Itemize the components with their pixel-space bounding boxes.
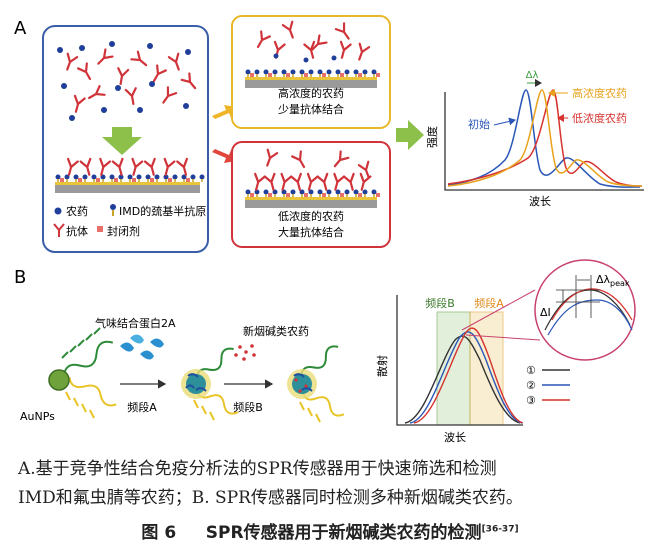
hapten-legend-icon [110, 204, 116, 216]
legend-1: ① [526, 364, 536, 377]
green-right-arrow [396, 120, 424, 150]
antibody-legend-label: 抗体 [66, 224, 88, 238]
figure-illustration: A 农药 IMD的巯基半抗原 抗体 封闭剂 高浓度的农药 少量抗体结合 低浓度的… [14, 15, 644, 444]
panel-a-label: A [14, 18, 27, 39]
aunp-with-protein [181, 347, 239, 421]
stage-a-label: 频段A [127, 400, 157, 414]
sensor-surface-initial [55, 157, 205, 193]
curve-initial [447, 89, 641, 188]
high-box-line1: 高浓度的农药 [278, 86, 344, 100]
chart-a-xlabel: 波长 [529, 195, 551, 208]
figure-title-text: SPR传感器用于新烟碱类农药的检测 [205, 523, 482, 543]
chart-b-axes [396, 295, 523, 426]
curve-2 [409, 331, 523, 424]
sensor-surface-low [245, 148, 380, 208]
scattering-chart: 频段B 频段A 散射 波长 ① ② ③ [375, 289, 570, 444]
neonic-label: 新烟碱类农药 [243, 324, 309, 338]
figure-title: 图 6 SPR传感器用于新烟碱类农药的检测[36-37] [0, 518, 660, 543]
curve-low [447, 89, 643, 187]
figure-number: 图 6 [141, 523, 177, 543]
yellow-arrow [212, 105, 236, 119]
caption-line-1: A.基于竞争性结合免疫分析法的SPR传感器用于快速筛选和检测 [18, 459, 497, 479]
chart-a-ylabel: 强度 [425, 126, 439, 148]
protein-molecules [120, 334, 164, 360]
band-b-label: 频段B [425, 296, 455, 310]
spr-spectrum-chart: 强度 波长 Δλ 初始 高浓度农药 低浓度农药 [425, 70, 644, 208]
zoom-line-top [461, 289, 536, 331]
band-a-label: 频段A [474, 296, 504, 310]
sensor-surface-high [245, 20, 380, 88]
aunp-bare [48, 327, 117, 419]
red-arrow [212, 149, 236, 163]
curve-high [447, 89, 643, 187]
neonic-dots [234, 344, 256, 361]
aunp-label: AuNPs [20, 410, 55, 423]
low-box-line2: 大量抗体结合 [278, 225, 344, 239]
zoom-inset [534, 259, 636, 361]
chart-b-xlabel: 波长 [444, 431, 466, 444]
legend-3: ③ [526, 394, 536, 407]
aunp-with-pesticide [287, 345, 345, 423]
delta-i-label: ΔI [540, 306, 551, 319]
hapten-legend-label: IMD的巯基半抗原 [119, 204, 206, 218]
stage-b-label: 频段B [233, 400, 263, 414]
low-box-line1: 低浓度的农药 [278, 209, 344, 223]
blocker-legend-icon [97, 226, 103, 232]
curve-1 [404, 335, 521, 424]
legend-2: ② [526, 379, 536, 392]
free-molecules-cluster [57, 41, 197, 121]
delta-lambda-peak-label: Δλpeak [596, 273, 630, 288]
chart-a-delta: Δλ [526, 70, 539, 81]
green-down-arrow [102, 127, 142, 155]
curve-initial-label: 初始 [468, 117, 490, 131]
initial-pointer [493, 117, 516, 126]
band-b-region [436, 311, 471, 426]
high-box-line2: 少量抗体结合 [278, 102, 344, 116]
zoom-line-bottom [465, 334, 541, 341]
figure-refs: [36-37] [481, 524, 519, 535]
pesticide-legend-icon [54, 207, 62, 215]
pesticide-legend-label: 农药 [66, 204, 88, 218]
curve-high-label: 高浓度农药 [572, 86, 627, 100]
caption-line-2: IMD和氟虫腈等农药；B. SPR传感器同时检测多种新烟碱类农药。 [18, 488, 523, 508]
blocker-legend-label: 封闭剂 [107, 224, 140, 238]
chart-a-axes [444, 92, 644, 191]
antibody-legend-icon [53, 223, 65, 237]
chart-b-ylabel: 散射 [375, 355, 389, 377]
panel-b-label: B [14, 267, 26, 288]
curve-3 [413, 327, 524, 424]
protein-label: 气味结合蛋白2A [95, 316, 176, 330]
curve-low-label: 低浓度农药 [572, 111, 627, 125]
